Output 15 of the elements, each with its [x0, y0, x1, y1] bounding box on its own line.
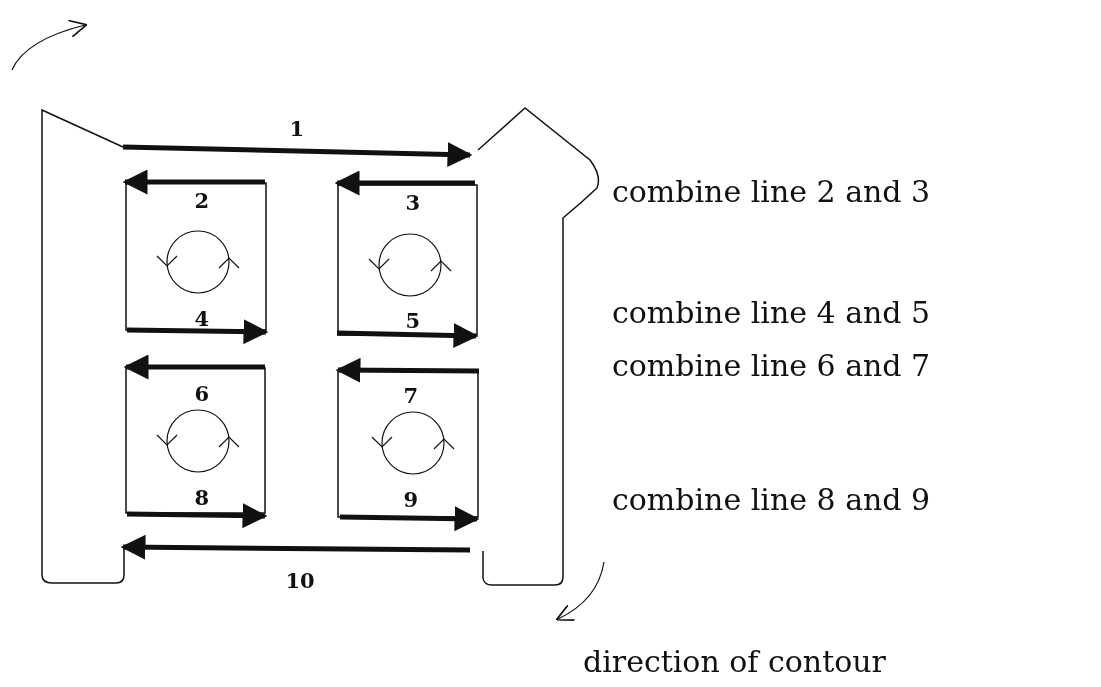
line-number: 2: [194, 189, 210, 211]
note-text: combine line 6 and 7: [612, 351, 931, 381]
note-text: combine line 8 and 9: [612, 485, 931, 515]
line-number: 7: [403, 384, 419, 406]
line-number: 1: [289, 117, 305, 139]
caption-text: direction of contour: [583, 647, 886, 677]
line-number: 4: [194, 307, 210, 329]
note-text: combine line 4 and 5: [612, 298, 931, 328]
line-number: 10: [285, 569, 315, 591]
note-text: combine line 2 and 3: [612, 177, 931, 207]
line-number: 3: [405, 191, 421, 213]
line-number: 6: [194, 382, 210, 404]
line-number: 9: [403, 488, 419, 510]
line-number: 8: [194, 486, 210, 508]
line-number: 5: [405, 309, 421, 331]
